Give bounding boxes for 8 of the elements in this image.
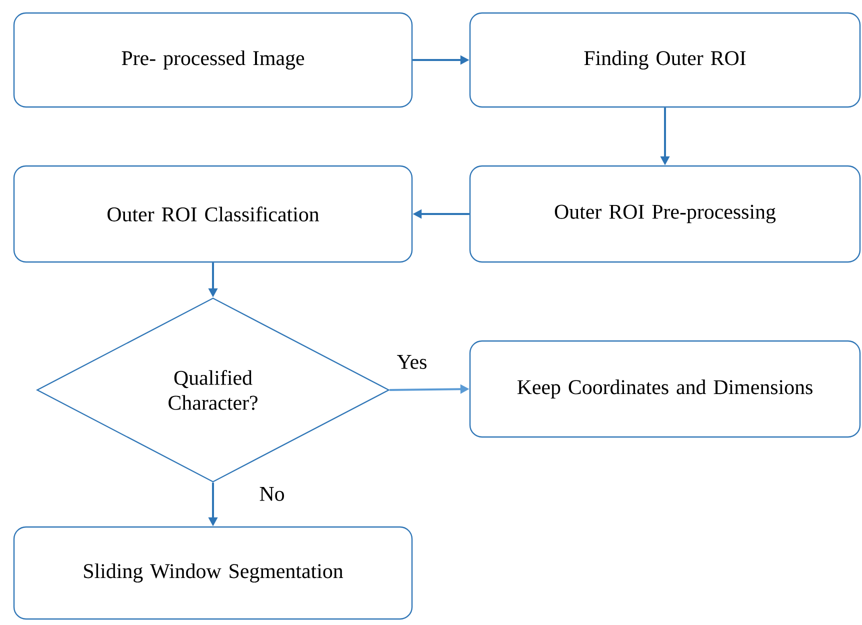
process-box: Pre- processed Image [13, 12, 413, 108]
process-box: Outer ROI Pre-processing [469, 165, 861, 263]
process-box: Outer ROI Classification [13, 165, 413, 263]
process-box: Sliding Window Segmentation [13, 526, 413, 620]
edge-label: Yes [396, 354, 428, 370]
edge-label: No [258, 486, 286, 502]
process-box: Keep Coordinates and Dimensions [469, 340, 861, 438]
process-box: Finding Outer ROI [469, 12, 861, 108]
